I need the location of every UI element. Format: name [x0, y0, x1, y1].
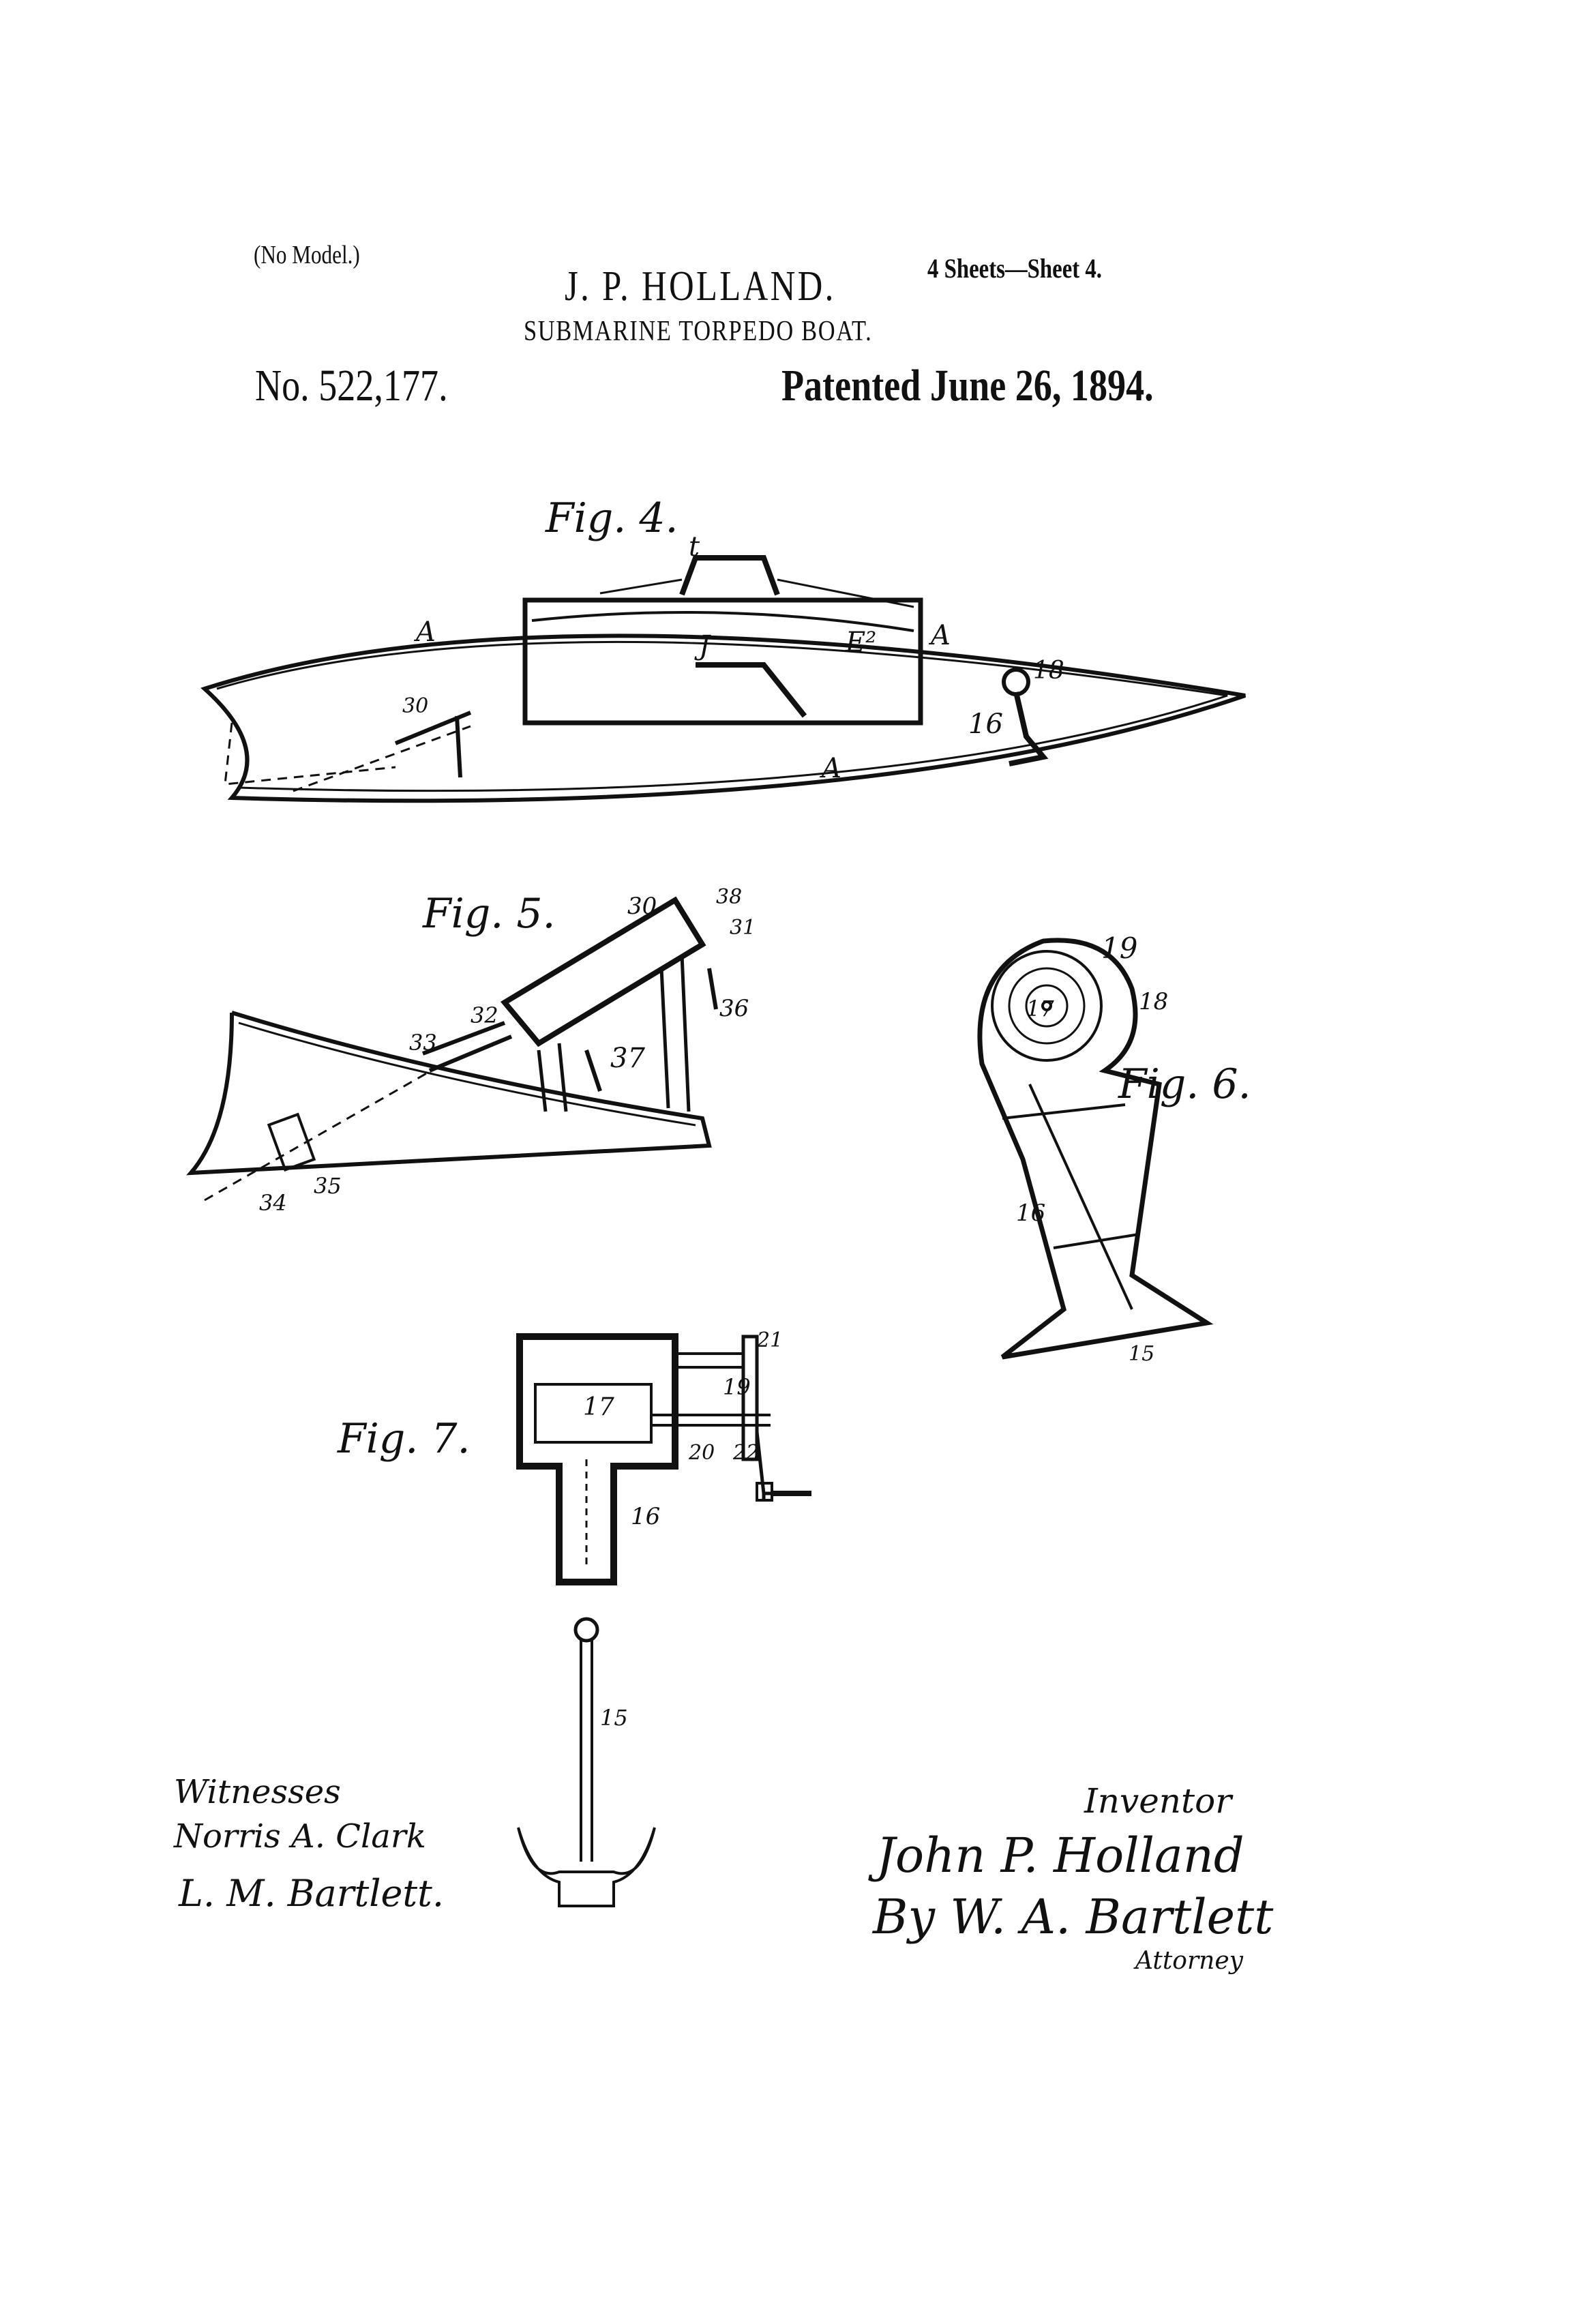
ref-label: 38: [716, 885, 742, 909]
ref-label: E²: [845, 627, 876, 658]
ref-label: 18: [1033, 657, 1064, 685]
ref-label: 19: [1101, 932, 1137, 965]
fig5-label: Fig. 5.: [422, 890, 556, 938]
fig4-label: Fig. 4.: [545, 494, 678, 542]
ref-label: 16: [631, 1503, 660, 1530]
ref-label: 33: [409, 1030, 437, 1056]
ref-label: 21: [756, 1328, 783, 1352]
ref-label: 30: [402, 694, 428, 718]
fig6-label: Fig. 6.: [1118, 1060, 1251, 1108]
ref-label: 20: [688, 1441, 715, 1465]
ref-label: 19: [723, 1374, 751, 1400]
figure-6: Fig. 6. 19 18 17 16 15: [980, 932, 1251, 1366]
ref-label: 35: [314, 1173, 342, 1199]
ref-label: 17: [583, 1393, 614, 1421]
ref-label: 17: [1026, 996, 1054, 1022]
witness-signature: L. M. Bartlett.: [179, 1872, 444, 1915]
ref-label: A: [928, 620, 951, 651]
ref-label: A: [413, 616, 436, 648]
ref-label: J: [694, 630, 711, 661]
attorney-label: Attorney: [1135, 1947, 1243, 1975]
ref-label: 36: [719, 995, 749, 1022]
witnesses-label: Witnesses: [174, 1773, 341, 1811]
ref-label: 16: [1016, 1200, 1045, 1227]
ref-label: 32: [471, 1002, 498, 1028]
fig7-label: Fig. 7.: [337, 1415, 471, 1463]
ref-label: 15: [1129, 1342, 1154, 1366]
inventor-label: Inventor: [1084, 1781, 1232, 1821]
ref-label: 37: [610, 1043, 645, 1074]
ref-label: 30: [627, 893, 657, 920]
ref-label: 34: [259, 1190, 287, 1216]
ref-label: 31: [730, 916, 756, 940]
inventor-signature: John P. Holland: [876, 1828, 1244, 1883]
figure-5: Fig. 5. 30 38 31 36 32 33 37 35 34: [191, 885, 756, 1216]
witness-signature: Norris A. Clark: [174, 1817, 426, 1856]
ref-label: 18: [1139, 988, 1168, 1015]
ref-label: t: [689, 531, 700, 563]
ref-label: A: [819, 753, 841, 784]
figure-4: Fig. 4. t A J E² A 18 16 A 30: [205, 494, 1245, 801]
ref-label: 15: [600, 1705, 628, 1731]
ref-label: 16: [968, 709, 1003, 740]
ref-label: 22: [732, 1441, 759, 1465]
attorney-signature: By W. A. Bartlett: [873, 1889, 1273, 1945]
